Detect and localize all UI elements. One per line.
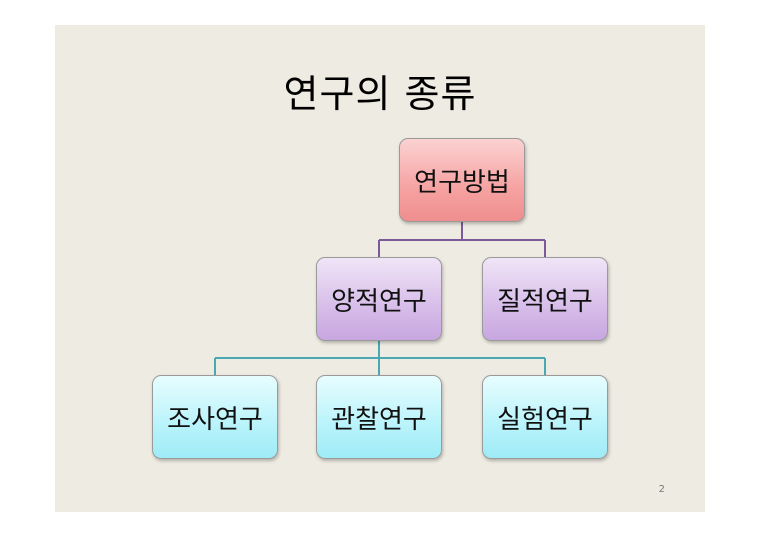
node-label: 연구방법: [414, 167, 510, 198]
node-label: 관찰연구: [331, 404, 427, 435]
node-label: 질적연구: [497, 286, 593, 317]
slide: 연구의 종류 연구방법 양적연구 질적연구 조사연구 관찰연구 실험연구 2: [55, 25, 705, 512]
node-qualitative-research: 질적연구: [482, 257, 608, 341]
node-label: 조사연구: [167, 404, 263, 435]
node-experimental-research: 실험연구: [482, 375, 608, 459]
root-connectors: [378, 222, 546, 257]
node-research-method: 연구방법: [399, 138, 525, 222]
page-number: 2: [658, 484, 665, 495]
node-label: 양적연구: [331, 286, 427, 317]
node-quantitative-research: 양적연구: [316, 257, 442, 341]
slide-title: 연구의 종류: [283, 72, 477, 116]
connector-lines: [214, 222, 546, 375]
node-label: 실험연구: [497, 404, 593, 435]
node-observational-research: 관찰연구: [316, 375, 442, 459]
node-survey-research: 조사연구: [152, 375, 278, 459]
quantitative-connectors: [214, 341, 546, 375]
